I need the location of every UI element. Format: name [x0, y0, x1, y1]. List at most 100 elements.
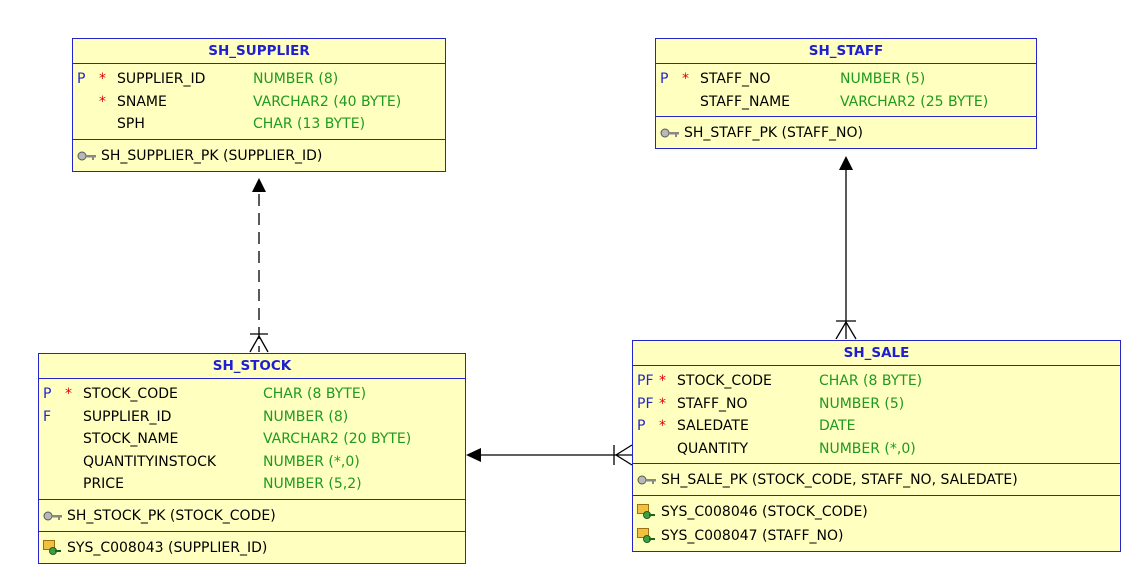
entity-sh-supplier[interactable]: SH_SUPPLIER P * SUPPLIER_ID NUMBER (8) *… [72, 38, 446, 172]
mandatory-marker: * [659, 395, 666, 412]
relation-sale-stock[interactable] [466, 444, 633, 466]
column-row[interactable]: PF * STOCK_CODE CHAR (8 BYTE) [633, 370, 1120, 393]
index-label: SYS_C008046 (STOCK_CODE) [661, 504, 868, 520]
primary-key-label: SH_STOCK_PK (STOCK_CODE) [67, 507, 276, 524]
column-row[interactable]: P * STOCK_CODE CHAR (8 BYTE) [39, 383, 465, 406]
primary-key-row[interactable]: SH_STAFF_PK (STAFF_NO) [656, 121, 1036, 145]
column-type: NUMBER (8) [263, 408, 349, 425]
arrowhead-icon [839, 156, 853, 170]
column-list: P * SUPPLIER_ID NUMBER (8) * SNAME VARCH… [73, 64, 445, 140]
column-name: QUANTITYINSTOCK [83, 453, 217, 470]
key-flag: PF [637, 395, 654, 412]
column-name: STAFF_NAME [700, 93, 791, 110]
column-type: NUMBER (*,0) [819, 440, 916, 457]
key-flag: P [660, 71, 669, 87]
pk-section: SH_STAFF_PK (STAFF_NO) [656, 117, 1036, 148]
mandatory-marker: * [99, 71, 106, 87]
pk-section: SH_SUPPLIER_PK (SUPPLIER_ID) [73, 140, 445, 171]
column-row[interactable]: P * SUPPLIER_ID NUMBER (8) [73, 68, 445, 91]
column-type: NUMBER (*,0) [263, 453, 360, 470]
entity-title: SH_SALE [633, 341, 1120, 366]
column-list: PF * STOCK_CODE CHAR (8 BYTE) PF * STAFF… [633, 366, 1120, 464]
entity-sh-staff[interactable]: SH_STAFF P * STAFF_NO NUMBER (5) STAFF_N… [655, 38, 1037, 149]
key-icon [637, 475, 656, 485]
column-type: NUMBER (5) [819, 395, 905, 412]
index-label: SYS_C008047 (STAFF_NO) [661, 528, 844, 544]
primary-key-label: SH_SUPPLIER_PK (SUPPLIER_ID) [101, 147, 323, 164]
column-row[interactable]: SPH CHAR (13 BYTE) [73, 113, 445, 136]
column-name: SUPPLIER_ID [117, 71, 206, 87]
column-name: SNAME [117, 93, 167, 110]
primary-key-row[interactable]: SH_SALE_PK (STOCK_CODE, STAFF_NO, SALEDA… [633, 468, 1120, 492]
mandatory-marker: * [99, 93, 106, 110]
column-type: NUMBER (8) [253, 71, 339, 87]
column-type: CHAR (8 BYTE) [819, 373, 923, 389]
column-name: QUANTITY [677, 440, 749, 457]
column-name: SUPPLIER_ID [83, 408, 172, 425]
index-key-icon [43, 539, 61, 555]
index-section: SYS_C008046 (STOCK_CODE) SYS_C008047 (ST… [633, 496, 1120, 551]
column-row[interactable]: P * SALEDATE DATE [633, 415, 1120, 438]
pk-section: SH_SALE_PK (STOCK_CODE, STAFF_NO, SALEDA… [633, 464, 1120, 496]
primary-key-label: SH_SALE_PK (STOCK_CODE, STAFF_NO, SALEDA… [661, 472, 1018, 488]
primary-key-row[interactable]: SH_STOCK_PK (STOCK_CODE) [39, 504, 465, 528]
key-flag: P [77, 71, 86, 87]
key-flag: PF [637, 373, 654, 389]
column-row[interactable]: QUANTITY NUMBER (*,0) [633, 438, 1120, 461]
index-row[interactable]: SYS_C008043 (SUPPLIER_ID) [39, 536, 465, 560]
mandatory-marker: * [659, 373, 666, 389]
column-type: NUMBER (5,2) [263, 476, 362, 492]
index-key-icon [637, 528, 655, 543]
column-row[interactable]: PRICE NUMBER (5,2) [39, 473, 465, 496]
column-name: STOCK_NAME [83, 431, 179, 447]
primary-key-label: SH_STAFF_PK (STAFF_NO) [684, 125, 863, 141]
column-row[interactable]: P * STAFF_NO NUMBER (5) [656, 68, 1036, 91]
column-type: DATE [819, 418, 856, 434]
entity-sh-sale[interactable]: SH_SALE PF * STOCK_CODE CHAR (8 BYTE) PF… [632, 340, 1121, 552]
key-icon [43, 511, 62, 520]
column-name: STAFF_NO [700, 71, 771, 87]
column-name: SALEDATE [677, 418, 749, 434]
entity-title: SH_STOCK [39, 354, 465, 379]
column-list: P * STAFF_NO NUMBER (5) STAFF_NAME VARCH… [656, 64, 1036, 117]
index-key-icon [637, 504, 655, 519]
entity-sh-stock[interactable]: SH_STOCK P * STOCK_CODE CHAR (8 BYTE) F … [38, 353, 466, 564]
column-row[interactable]: * SNAME VARCHAR2 (40 BYTE) [73, 91, 445, 114]
column-type: VARCHAR2 (25 BYTE) [840, 93, 989, 110]
column-type: VARCHAR2 (40 BYTE) [253, 93, 402, 110]
column-row[interactable]: QUANTITYINSTOCK NUMBER (*,0) [39, 451, 465, 474]
column-type: CHAR (8 BYTE) [263, 386, 367, 402]
column-name: SPH [117, 116, 145, 132]
mandatory-marker: * [65, 386, 72, 402]
column-row[interactable]: PF * STAFF_NO NUMBER (5) [633, 393, 1120, 416]
column-name: STOCK_CODE [83, 386, 178, 402]
relation-sale-staff[interactable] [835, 156, 857, 340]
mandatory-marker: * [659, 418, 666, 434]
index-label: SYS_C008043 (SUPPLIER_ID) [67, 539, 268, 556]
pk-section: SH_STOCK_PK (STOCK_CODE) [39, 500, 465, 532]
column-list: P * STOCK_CODE CHAR (8 BYTE) F SUPPLIER_… [39, 379, 465, 500]
key-flag: P [637, 418, 646, 434]
column-row[interactable]: STOCK_NAME VARCHAR2 (20 BYTE) [39, 428, 465, 451]
column-type: VARCHAR2 (20 BYTE) [263, 431, 412, 447]
column-name: STOCK_CODE [677, 373, 772, 389]
primary-key-row[interactable]: SH_SUPPLIER_PK (SUPPLIER_ID) [73, 144, 445, 168]
index-section: SYS_C008043 (SUPPLIER_ID) [39, 532, 465, 563]
key-flag: P [43, 386, 52, 402]
index-row[interactable]: SYS_C008047 (STAFF_NO) [633, 524, 1120, 548]
relation-stock-supplier[interactable] [249, 178, 269, 353]
column-type: CHAR (13 BYTE) [253, 116, 366, 132]
entity-title: SH_SUPPLIER [73, 39, 445, 64]
column-row[interactable]: STAFF_NAME VARCHAR2 (25 BYTE) [656, 91, 1036, 114]
column-row[interactable]: F SUPPLIER_ID NUMBER (8) [39, 406, 465, 429]
index-row[interactable]: SYS_C008046 (STOCK_CODE) [633, 500, 1120, 524]
arrowhead-icon [466, 448, 481, 462]
entity-title: SH_STAFF [656, 39, 1036, 64]
column-name: PRICE [83, 476, 124, 492]
column-type: NUMBER (5) [840, 71, 926, 87]
key-icon [77, 151, 96, 160]
key-flag: F [43, 408, 52, 425]
key-icon [660, 128, 679, 138]
arrowhead-icon [252, 178, 266, 192]
